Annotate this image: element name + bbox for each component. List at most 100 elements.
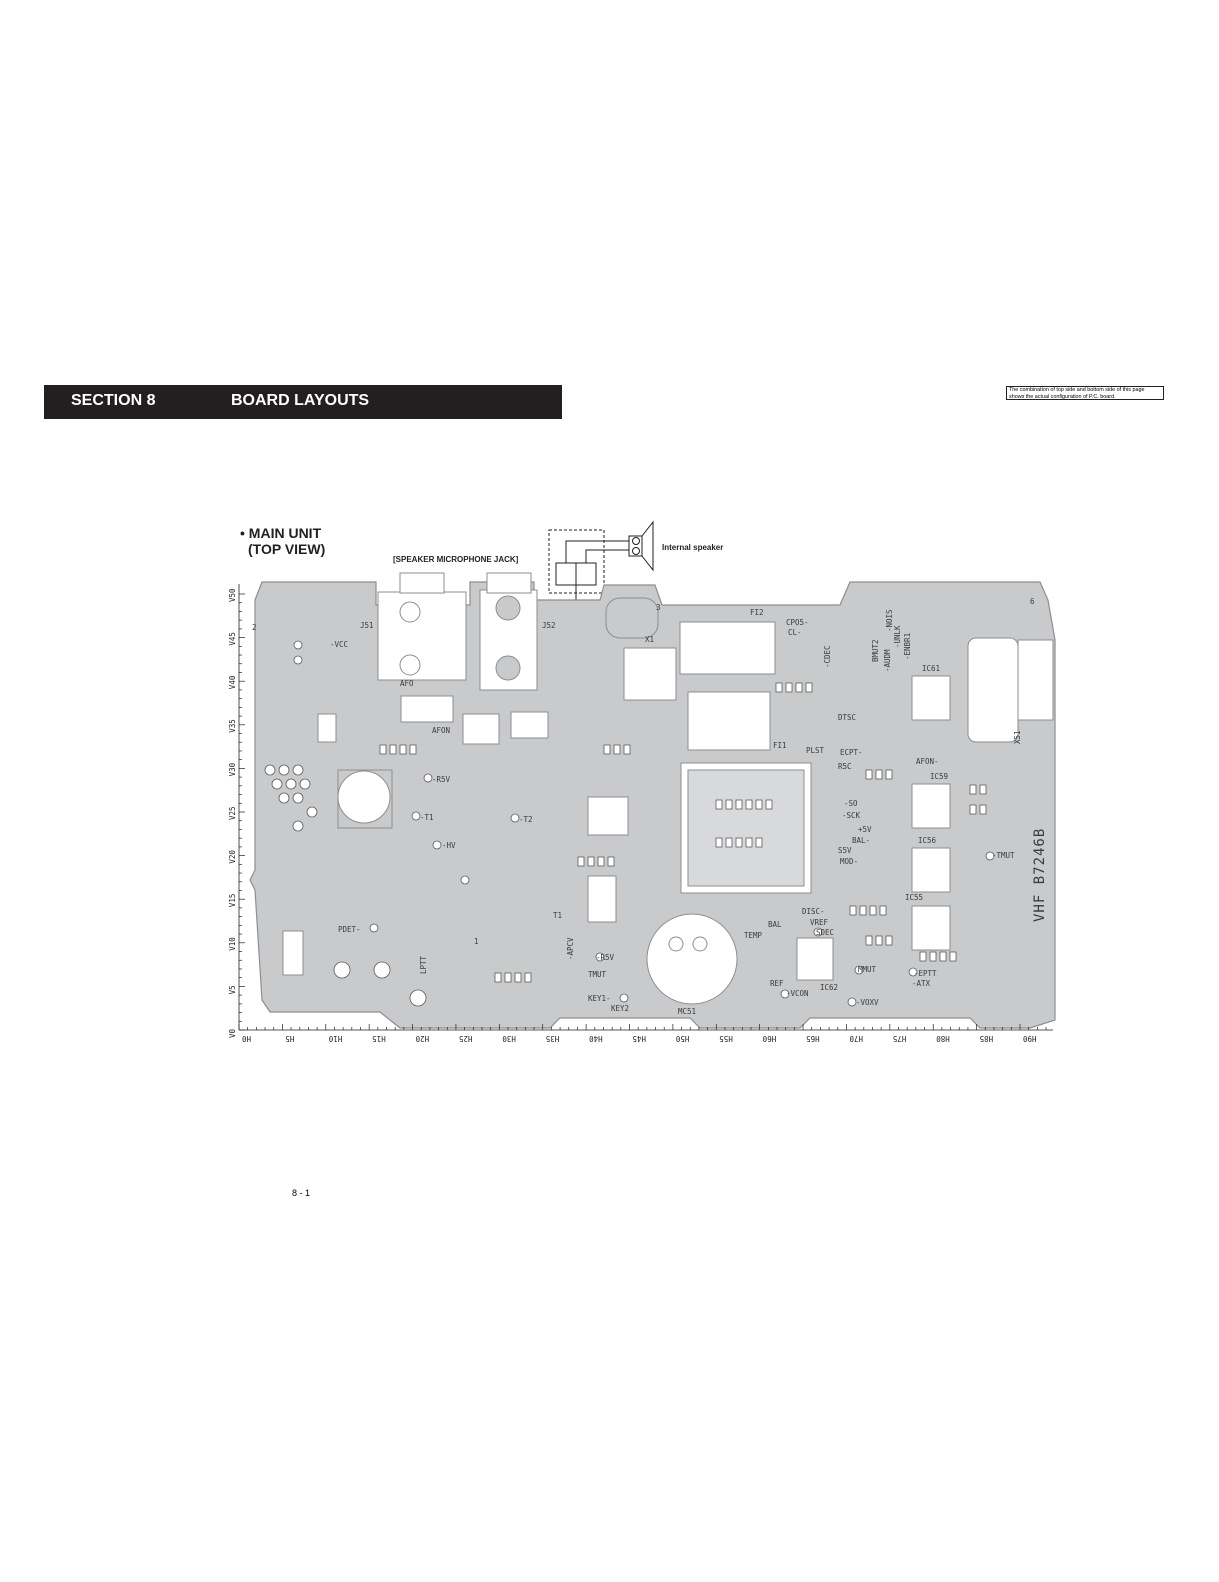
label-p5v: +5V bbox=[858, 825, 872, 834]
label-r5v2: -R5V bbox=[596, 953, 615, 962]
label-vcc: -VCC bbox=[330, 640, 348, 649]
section-title: BOARD LAYOUTS bbox=[231, 392, 370, 409]
h-axis-label: H55 bbox=[719, 1034, 733, 1043]
h-axis-label: H75 bbox=[893, 1034, 907, 1043]
label-afon2: AFON- bbox=[916, 757, 939, 766]
h-axis-label: H90 bbox=[1023, 1034, 1037, 1043]
board-labels: J51 J52 X1 FI2 FI1 -VCC AFO AFON -R5V -T… bbox=[252, 597, 1048, 1016]
h-axis-label: H25 bbox=[459, 1034, 473, 1043]
label-enbr1: -ENBR1 bbox=[903, 633, 912, 660]
label-disc: DISC- bbox=[802, 907, 825, 916]
v-axis-label: V5 bbox=[228, 985, 237, 994]
h-axis-ticks bbox=[238, 1024, 1047, 1030]
axis-rulers bbox=[238, 584, 1053, 1031]
label-ref: REF bbox=[770, 979, 784, 988]
label-plst: PLST bbox=[806, 746, 825, 755]
label-x1: X1 bbox=[645, 635, 654, 644]
label-num2: 2 bbox=[252, 623, 257, 632]
label-vcon: -VCON bbox=[786, 989, 809, 998]
v-axis-label: V40 bbox=[228, 675, 237, 689]
v-axis-label: V45 bbox=[228, 632, 237, 646]
h-axis-label: H0 bbox=[242, 1034, 252, 1043]
component-pads bbox=[379, 682, 987, 983]
label-sdec: SDEC bbox=[816, 928, 834, 937]
label-voxv: -VOXV bbox=[856, 998, 879, 1007]
label-key1: KEY1- bbox=[588, 994, 611, 1003]
h-axis-label: H35 bbox=[546, 1034, 560, 1043]
label-r5v: -R5V bbox=[432, 775, 451, 784]
label-bal2: BAL- bbox=[852, 836, 870, 845]
unit-heading-line2: (TOP VIEW) bbox=[248, 541, 326, 557]
label-apcv: -APCV bbox=[566, 937, 575, 960]
label-temp: TEMP bbox=[744, 931, 763, 940]
label-so: -SO bbox=[844, 799, 858, 808]
label-num3: 3 bbox=[656, 603, 661, 612]
label-t1: -T1 bbox=[420, 813, 434, 822]
label-num1: 1 bbox=[474, 937, 479, 946]
label-t1b: T1 bbox=[553, 911, 562, 920]
label-fi2: FI2 bbox=[750, 608, 764, 617]
unit-heading-line1: • MAIN UNIT bbox=[240, 525, 322, 541]
v-axis-ticks bbox=[239, 593, 245, 1031]
unit-heading: • MAIN UNIT (TOP VIEW) bbox=[240, 525, 325, 557]
board-model: VHF B7246B bbox=[1032, 828, 1048, 922]
h-axis-label: H60 bbox=[762, 1034, 776, 1043]
label-audm: -AUDM bbox=[883, 649, 892, 672]
h-axis-label: H30 bbox=[502, 1034, 516, 1043]
label-j51: J51 bbox=[360, 621, 374, 630]
h-axis-label: H65 bbox=[806, 1034, 820, 1043]
via-holes bbox=[264, 640, 995, 1007]
h-axis-label: H70 bbox=[849, 1034, 863, 1043]
h-axis-label: H85 bbox=[980, 1034, 994, 1043]
label-bmut: BMUT2 bbox=[871, 639, 880, 662]
h-axis-label: H10 bbox=[328, 1034, 342, 1043]
h-axis-label: H80 bbox=[936, 1034, 950, 1043]
h-axis-label: H15 bbox=[372, 1034, 386, 1043]
label-mmut: MMUT bbox=[858, 965, 877, 974]
v-axis-label: V15 bbox=[228, 894, 237, 908]
label-ecpt: ECPT- bbox=[840, 748, 863, 757]
label-cl: CL- bbox=[788, 628, 802, 637]
label-t2: -T2 bbox=[519, 815, 533, 824]
label-s5v: S5V bbox=[838, 846, 852, 855]
label-lptt: LPTT bbox=[419, 955, 428, 974]
label-fi1: FI1 bbox=[773, 741, 787, 750]
label-tmut2: -TMUT bbox=[992, 851, 1015, 860]
label-eptt: -EPTT bbox=[914, 969, 937, 978]
label-atx: -ATX bbox=[912, 979, 931, 988]
v-axis-label: V35 bbox=[228, 719, 237, 733]
v-axis-label: V0 bbox=[228, 1028, 237, 1038]
label-ic62: IC62 bbox=[820, 983, 838, 992]
label-ic55: IC55 bbox=[905, 893, 923, 902]
label-tmut: TMUT bbox=[588, 970, 607, 979]
label-nois: -NOIS bbox=[885, 609, 894, 632]
label-unlk: -UNLK bbox=[893, 625, 902, 648]
speaker-label: Internal speaker bbox=[662, 543, 724, 552]
label-cdec: -CDEC bbox=[823, 645, 832, 668]
label-key2: KEY2 bbox=[611, 1004, 629, 1013]
h-axis-label: H45 bbox=[633, 1034, 647, 1043]
v-axis-label: V30 bbox=[228, 762, 237, 776]
v-axis-label: V10 bbox=[228, 937, 237, 951]
label-r5c: R5C bbox=[838, 762, 852, 771]
label-pdet: PDET- bbox=[338, 925, 361, 934]
h-axis-label: H50 bbox=[675, 1034, 689, 1043]
label-dtsc: DTSC bbox=[838, 713, 856, 722]
h-axis-label: H20 bbox=[415, 1034, 429, 1043]
jack-label: [SPEAKER MICROPHONE JACK] bbox=[393, 555, 519, 564]
label-bal: BAL bbox=[768, 920, 782, 929]
label-sck: -SCK bbox=[842, 811, 861, 820]
label-hv: -HV bbox=[442, 841, 456, 850]
label-cpo5: CPO5- bbox=[786, 618, 809, 627]
page-number: 8 - 1 bbox=[292, 1188, 311, 1198]
v-axis-label: V50 bbox=[228, 588, 237, 602]
label-mc51: MC51 bbox=[678, 1007, 696, 1016]
label-j52: J52 bbox=[542, 621, 556, 630]
label-afon: AFON bbox=[432, 726, 450, 735]
board-features bbox=[282, 572, 1054, 1005]
h-axis-label: H5 bbox=[285, 1034, 294, 1043]
label-ic61: IC61 bbox=[922, 664, 940, 673]
